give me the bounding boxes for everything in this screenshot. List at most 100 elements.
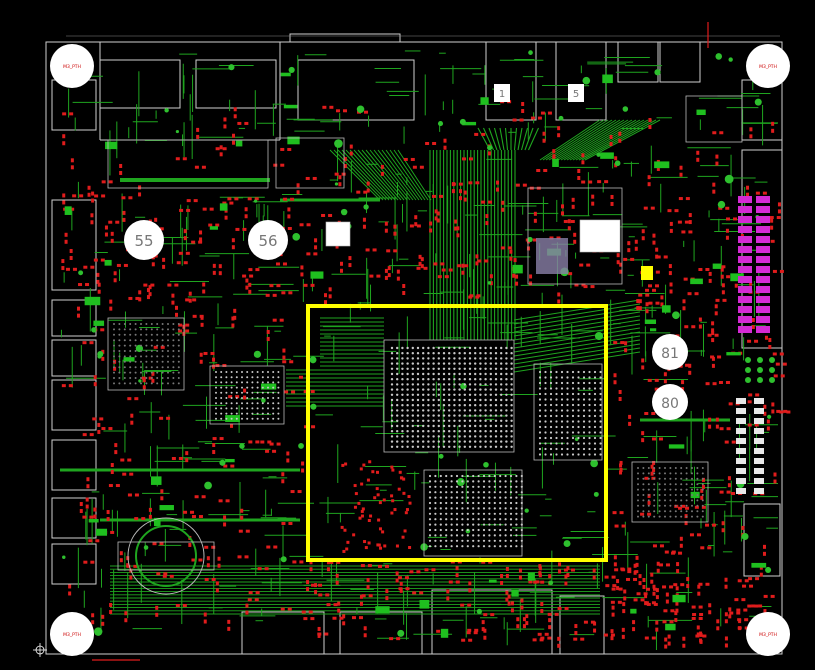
smd-pad bbox=[408, 501, 412, 505]
smd-pad bbox=[711, 321, 715, 326]
smd-pad bbox=[322, 105, 327, 109]
smd-pad bbox=[339, 616, 344, 620]
trace bbox=[353, 149, 399, 201]
bga-ball bbox=[235, 391, 238, 394]
bga-ball bbox=[577, 381, 580, 385]
bga-ball bbox=[177, 333, 180, 336]
smd-pad bbox=[72, 267, 77, 271]
smd-pad bbox=[460, 603, 465, 607]
bga-ball bbox=[422, 346, 425, 350]
bga-ball bbox=[509, 518, 513, 521]
smd-pad bbox=[573, 232, 577, 237]
bga-ball bbox=[439, 480, 442, 483]
smd-pad bbox=[698, 317, 702, 322]
bga-ball bbox=[560, 381, 564, 385]
smd-pad bbox=[332, 616, 337, 620]
bga-ball bbox=[494, 388, 498, 391]
bga-ball bbox=[261, 407, 264, 410]
smd-pad bbox=[488, 560, 493, 564]
bga-ball bbox=[538, 370, 542, 374]
bga-ball bbox=[505, 435, 508, 438]
smd-pad bbox=[509, 256, 513, 261]
bga-ball bbox=[167, 333, 169, 336]
smd-pad bbox=[489, 274, 493, 279]
bga-ball bbox=[150, 323, 153, 325]
smd-pad bbox=[432, 194, 437, 198]
via bbox=[292, 233, 301, 241]
smd-pad bbox=[397, 576, 402, 580]
smd-pad bbox=[645, 288, 650, 292]
bga-ball bbox=[442, 378, 446, 381]
smd-pad bbox=[387, 273, 391, 278]
smd-pad bbox=[358, 616, 363, 620]
smd-pad bbox=[728, 607, 732, 612]
bga-ball bbox=[434, 518, 437, 521]
smd-pad bbox=[468, 588, 472, 593]
bga-ball bbox=[434, 507, 437, 510]
bga-ball bbox=[140, 382, 142, 385]
bga-ball bbox=[416, 414, 420, 417]
smd-pad bbox=[375, 470, 379, 474]
bga-ball bbox=[560, 409, 564, 412]
bga-ball bbox=[241, 402, 243, 405]
smd-pad bbox=[566, 566, 570, 571]
smd-pad bbox=[701, 477, 705, 482]
bga-ball bbox=[691, 467, 693, 469]
bga-ball bbox=[701, 467, 704, 469]
bga-ball bbox=[256, 397, 259, 399]
smd-pad bbox=[558, 562, 562, 567]
bga-ball bbox=[494, 424, 498, 428]
smd-pad bbox=[62, 134, 66, 139]
smd-pad bbox=[298, 375, 303, 379]
bga-ball bbox=[560, 370, 564, 374]
component-body bbox=[283, 104, 298, 109]
bga-ball bbox=[494, 435, 498, 438]
bga-ball bbox=[555, 425, 558, 429]
smd-pad bbox=[663, 609, 668, 613]
smd-pad bbox=[148, 285, 152, 290]
bga-ball bbox=[474, 414, 477, 417]
smd-pad bbox=[244, 214, 248, 219]
bga-ball bbox=[472, 518, 475, 521]
bga-ball bbox=[658, 515, 661, 518]
bga-ball bbox=[669, 488, 672, 491]
smd-pad bbox=[353, 484, 357, 488]
bga-ball bbox=[129, 355, 132, 358]
bga-ball bbox=[272, 407, 275, 410]
bga-ball bbox=[145, 344, 148, 347]
bga-ball bbox=[544, 381, 547, 385]
smd-pad bbox=[627, 241, 631, 246]
bga-ball bbox=[588, 431, 591, 434]
bga-ball bbox=[411, 383, 414, 386]
bga-ball bbox=[167, 382, 169, 385]
bga-ball bbox=[479, 440, 482, 443]
component-body bbox=[600, 152, 614, 159]
bga-ball bbox=[455, 496, 459, 499]
smd-pad bbox=[557, 292, 561, 297]
smd-pad bbox=[206, 563, 210, 568]
bga-ball bbox=[474, 383, 477, 386]
smd-pad bbox=[129, 575, 133, 580]
smd-pad bbox=[675, 608, 679, 613]
bga-ball bbox=[691, 488, 693, 491]
bga-ball bbox=[401, 440, 404, 443]
bga-ball bbox=[422, 404, 425, 407]
svg-text:56: 56 bbox=[258, 232, 277, 250]
smd-pad bbox=[400, 476, 404, 480]
bga-ball bbox=[482, 507, 486, 510]
smd-pad bbox=[647, 512, 652, 516]
bga-ball bbox=[156, 382, 159, 385]
smd-pad bbox=[199, 359, 203, 364]
header-pin bbox=[756, 236, 770, 243]
trace bbox=[504, 127, 509, 151]
bga-ball bbox=[453, 352, 456, 355]
smd-pad bbox=[130, 420, 134, 425]
bga-ball bbox=[515, 496, 518, 499]
smd-pad bbox=[359, 594, 363, 599]
smd-pad bbox=[507, 246, 512, 250]
smd-pad bbox=[276, 284, 281, 288]
bga-ball bbox=[416, 346, 420, 350]
bga-ball bbox=[549, 414, 553, 418]
trace bbox=[333, 149, 384, 201]
bga-ball bbox=[555, 453, 558, 456]
